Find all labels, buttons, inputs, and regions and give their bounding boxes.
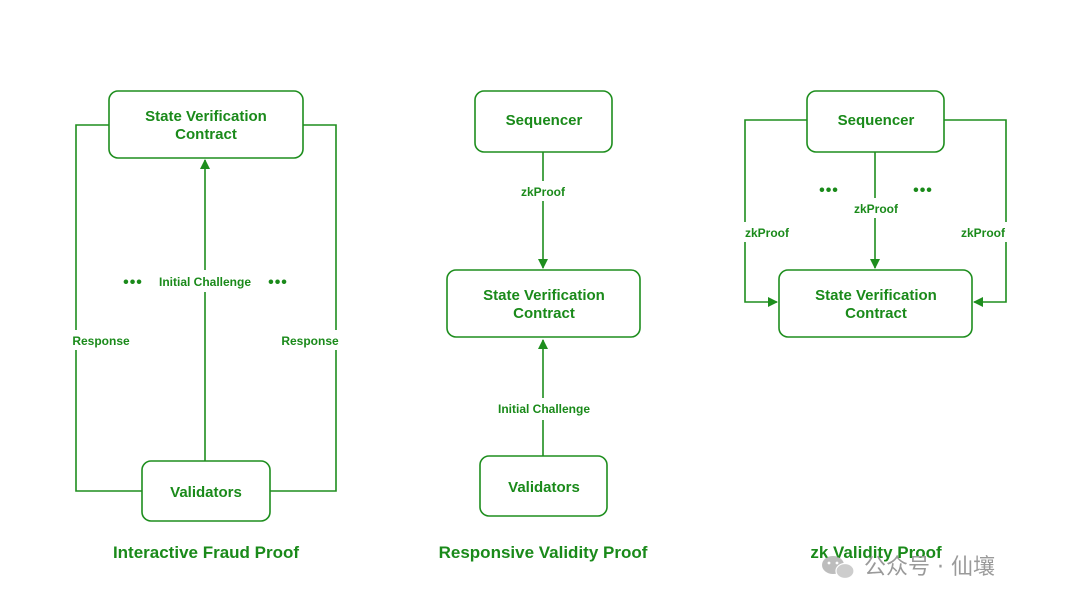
sequencer-label: Sequencer <box>838 112 915 129</box>
right-zkproof-connector <box>944 119 1007 307</box>
response-label-left: Response <box>72 334 130 348</box>
validators-box <box>479 455 608 517</box>
sequencer-label: Sequencer <box>506 112 583 129</box>
responsive-validity-proof-caption: Responsive Validity Proof <box>439 543 648 562</box>
ellipsis-right: ••• <box>268 274 288 291</box>
interactive-fraud-proof-diagram: State Verification Contract Validators I… <box>68 90 342 562</box>
sequencer-box <box>806 90 945 153</box>
initial-challenge-label: Initial Challenge <box>498 402 590 416</box>
responsive-validity-proof-diagram: Sequencer State Verification Contract Va… <box>439 90 648 562</box>
zk-validity-proof-diagram: Sequencer State Verification Contract zk… <box>737 90 1013 562</box>
watermark-text: 公众号 · 仙壤 <box>864 555 995 580</box>
box-line-1: State Verification <box>815 287 937 304</box>
right-response-connector <box>270 124 337 492</box>
interactive-fraud-proof-caption: Interactive Fraud Proof <box>113 543 299 562</box>
box-line-1: State Verification <box>145 108 267 125</box>
zk-validity-proof-caption: zk Validity Proof <box>810 543 942 562</box>
ellipsis-right: ••• <box>913 182 933 199</box>
zkproof-label: zkProof <box>521 185 566 199</box>
left-response-connector <box>75 124 142 492</box>
initial-challenge-label: Initial Challenge <box>159 275 251 289</box>
watermark: 公众号 · 仙壤 <box>822 555 995 580</box>
validators-box <box>141 460 271 522</box>
state-verification-contract-box <box>108 90 304 159</box>
box-line-2: Contract <box>845 305 907 322</box>
ellipsis-left: ••• <box>819 182 839 199</box>
box-line-1: State Verification <box>483 287 605 304</box>
left-zkproof-connector <box>744 119 807 307</box>
zkproof-label-center: zkProof <box>854 202 899 216</box>
box-line-2: Contract <box>513 305 575 322</box>
zkproof-label-left: zkProof <box>745 226 790 240</box>
ellipsis-left: ••• <box>123 274 143 291</box>
wechat-icon <box>822 556 855 580</box>
validators-label: Validators <box>508 479 580 496</box>
state-verification-contract-box <box>778 269 973 338</box>
response-label-right: Response <box>281 334 339 348</box>
state-verification-contract-box <box>446 269 641 338</box>
zkproof-label-right: zkProof <box>961 226 1006 240</box>
sequencer-box <box>474 90 613 153</box>
validators-label: Validators <box>170 484 242 501</box>
box-line-2: Contract <box>175 126 237 143</box>
